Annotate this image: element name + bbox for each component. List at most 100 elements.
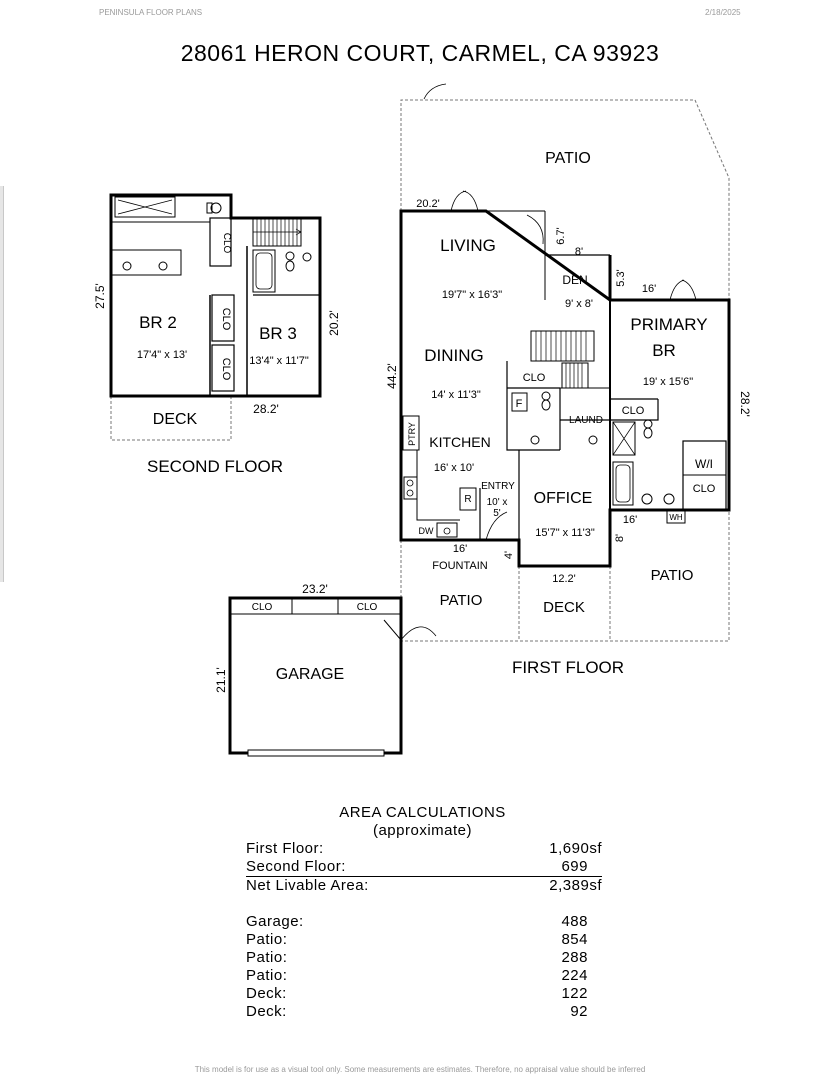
second-floor-label: SECOND FLOOR: [147, 457, 283, 476]
entry-size-2: 5': [493, 508, 501, 519]
area-calculations: AREA CALCULATIONS (approximate) First Fl…: [246, 804, 602, 1021]
area-row: Net Livable Area: 2,389sf: [246, 877, 602, 895]
area-row-value: 699: [561, 858, 588, 875]
area-row-value: 488: [561, 913, 588, 930]
area-row-value: 122: [561, 985, 588, 1002]
dishwasher-label: DW: [419, 526, 434, 536]
pantry-label: PTRY: [407, 422, 417, 446]
walk-in-label: W/I: [695, 457, 713, 471]
office-size: 15'7" x 11'3": [535, 527, 595, 539]
area-row: Patio: 854: [246, 931, 602, 949]
area-row-label: Patio:: [246, 949, 288, 966]
property-address: 28061 HERON COURT, CARMEL, CA 93923: [180, 40, 660, 66]
den-size: 9' x 8': [565, 298, 593, 310]
area-row: Second Floor: 699: [246, 858, 602, 877]
area-row-label: First Floor:: [246, 840, 324, 857]
dim-left-height: 44.2': [385, 363, 399, 389]
br2-name: BR 2: [139, 313, 177, 332]
clo-label: CLO: [221, 233, 232, 254]
dining-size: 14' x 11'3": [431, 389, 481, 401]
top-patio-label: PATIO: [545, 150, 591, 167]
area-row-label: Garage:: [246, 913, 304, 930]
entry-size: 10' x: [487, 497, 508, 508]
area-row: Patio: 288: [246, 949, 602, 967]
clo-label: CLO: [693, 483, 716, 495]
br3-size: 13'4" x 11'7": [249, 355, 309, 367]
garage-door: [247, 749, 385, 757]
area-row: First Floor: 1,690sf: [246, 840, 602, 858]
area-row: Deck: 122: [246, 985, 602, 1003]
area-row-value: 224: [561, 967, 588, 984]
disclaimer: This model is for use as a visual tool o…: [194, 1065, 646, 1074]
plan-date: 2/18/2025: [705, 8, 741, 17]
bottom-patio-outline: [400, 510, 730, 642]
clo-label: CLO: [220, 358, 232, 381]
dim-den-diag: 6.7': [555, 227, 567, 244]
clo-label: CLO: [622, 405, 645, 417]
br3-height-dim: 20.2': [327, 310, 341, 336]
first-floor-label: FIRST FLOOR: [512, 658, 624, 677]
dim-top-left: 20.2': [416, 198, 440, 210]
area-row: Garage: 488: [246, 913, 602, 931]
area-row-value: 2,389sf: [549, 877, 602, 894]
water-heater-label: WH: [669, 513, 683, 522]
garage-width-dim: 23.2': [302, 582, 328, 596]
dim-deck-width: 12.2': [552, 573, 576, 585]
garage-height-dim: 21.1': [214, 667, 228, 693]
dining-name: DINING: [424, 346, 484, 365]
refrigerator-label: R: [464, 494, 471, 505]
second-floor-height-dim: 27.5': [93, 283, 107, 309]
plan-labels: BR 2 17'4" x 13' BR 3 13'4" x 11'7" CLO …: [93, 150, 752, 693]
garage-plan: [228, 596, 437, 757]
kitchen-name: KITCHEN: [429, 434, 490, 450]
area-row-label: Patio:: [246, 967, 288, 984]
area-title: AREA CALCULATIONS: [339, 804, 506, 821]
fountain-label: FOUNTAIN: [432, 560, 487, 572]
garage-clo-right: CLO: [357, 602, 378, 613]
area-row-label: Net Livable Area:: [246, 877, 369, 894]
garage-clo-left: CLO: [252, 602, 273, 613]
dim-den-height: 5.3': [615, 269, 627, 286]
area-row: Patio: 224: [246, 967, 602, 985]
dim-den-width: 8': [575, 246, 583, 258]
second-floor-bottom-dim: 28.2': [253, 402, 279, 416]
dim-entry-bottom: 16': [453, 543, 467, 555]
area-row: Deck: 92: [246, 1003, 602, 1021]
br2-size: 17'4" x 13': [137, 349, 187, 361]
clo-label: CLO: [220, 308, 232, 331]
kitchen-size: 16' x 10': [434, 462, 474, 474]
dim-entry-side: 4': [503, 551, 515, 559]
primary-size: 19' x 15'6": [643, 376, 693, 388]
dim-primary-top: 16': [642, 283, 656, 295]
area-row-label: Deck:: [246, 1003, 287, 1020]
entry-name: ENTRY: [481, 481, 515, 492]
primary-name-2: BR: [652, 341, 676, 360]
area-row-value: 288: [561, 949, 588, 966]
first-floor-plan: [399, 83, 731, 642]
living-name: LIVING: [440, 236, 496, 255]
area-row-label: Second Floor:: [246, 858, 346, 875]
clo-label: CLO: [523, 372, 546, 384]
br3-name: BR 3: [259, 324, 297, 343]
first-floor-deck-label: DECK: [543, 599, 585, 616]
primary-name: PRIMARY: [630, 315, 707, 334]
scroll-tab: [0, 186, 4, 582]
living-size: 19'7" x 16'3": [442, 289, 502, 301]
top-patio-outline: [400, 99, 730, 300]
area-row-value: 854: [561, 931, 588, 948]
area-row-value: 1,690sf: [549, 840, 602, 857]
dim-right-height: 28.2': [738, 391, 752, 417]
area-row-label: Deck:: [246, 985, 287, 1002]
dim-office-side: 8': [614, 534, 626, 542]
laundry-label: LAUND: [569, 415, 603, 426]
garage-name: GARAGE: [276, 666, 344, 683]
fireplace-label: F: [516, 398, 523, 410]
area-row-value: 92: [570, 1003, 588, 1020]
company-name: PENINSULA FLOOR PLANS: [99, 8, 203, 17]
left-patio-label: PATIO: [440, 592, 483, 609]
second-floor-plan: [109, 193, 322, 441]
den-name: DEN: [562, 273, 587, 287]
second-floor-deck-label: DECK: [153, 411, 198, 428]
area-subtitle: (approximate): [372, 822, 473, 839]
